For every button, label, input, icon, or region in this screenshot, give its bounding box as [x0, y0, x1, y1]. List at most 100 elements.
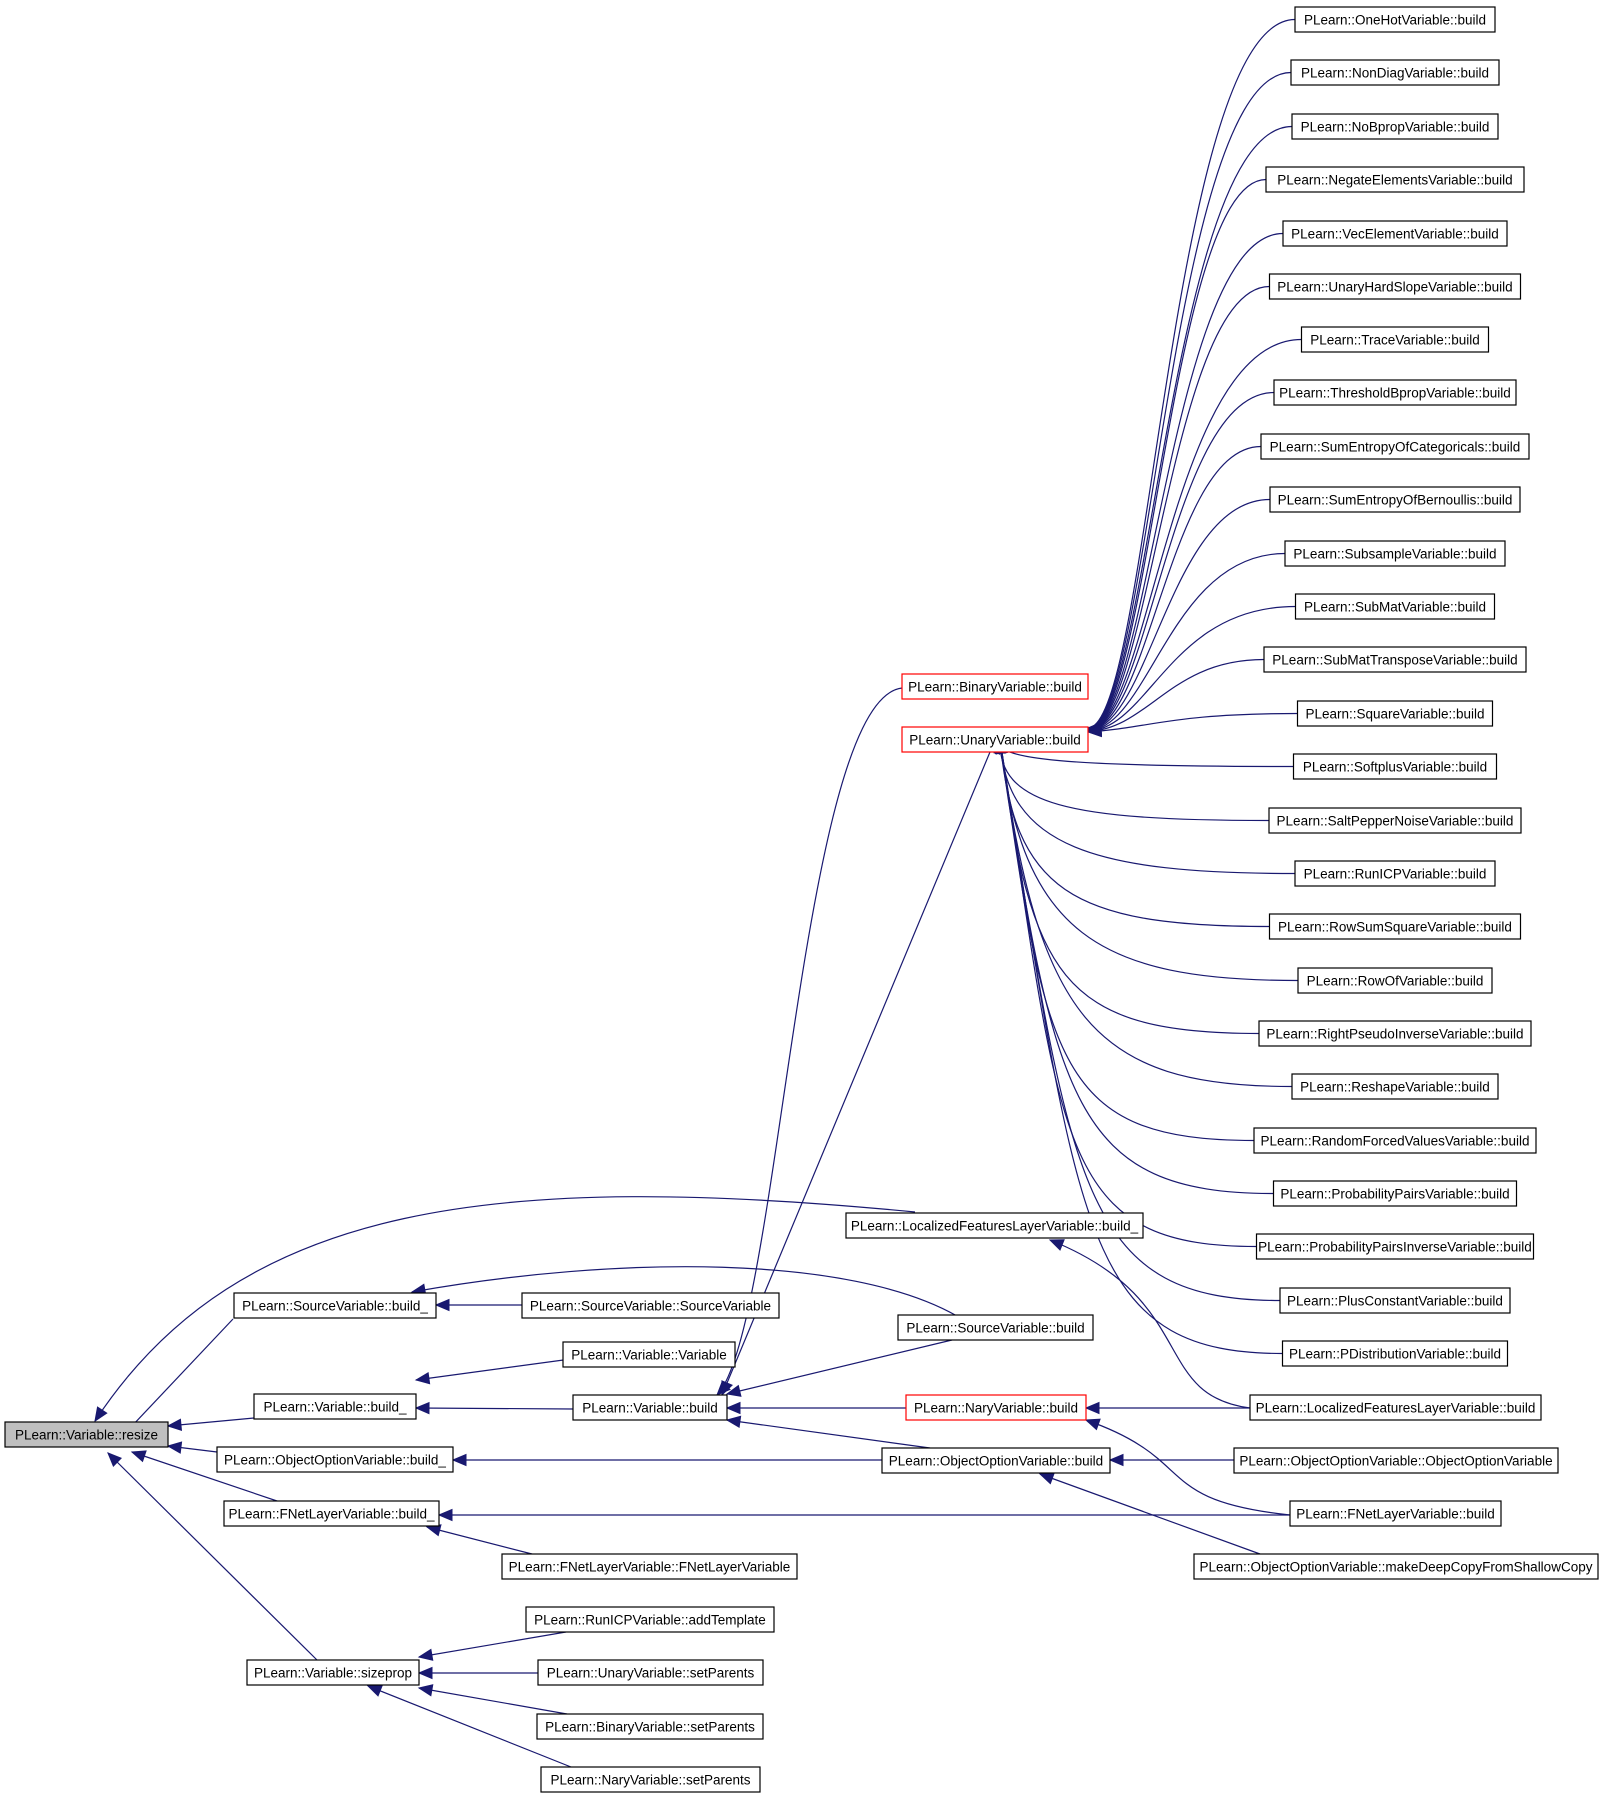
node-box	[1294, 860, 1496, 887]
node-unary-setp[interactable]: PLearn::UnaryVariable::setParents	[537, 1659, 764, 1686]
node-lfl-build[interactable]: PLearn::LocalizedFeaturesLayerVariable::…	[1249, 1394, 1542, 1421]
edge	[1087, 232, 1284, 730]
node-label: PLearn::BinaryVariable::build	[908, 680, 1082, 695]
node-label: PLearn::SourceVariable::SourceVariable	[530, 1299, 771, 1314]
node-var-ctor[interactable]: PLearn::Variable::Variable	[562, 1341, 736, 1368]
edge	[1087, 498, 1271, 732]
node-lfl-build-[interactable]: PLearn::LocalizedFeaturesLayerVariable::…	[845, 1212, 1144, 1239]
node-u09[interactable]: PLearn::SumEntropyOfBernoullis::build	[1269, 486, 1521, 513]
edge	[1087, 658, 1265, 733]
node-label: PLearn::SubMatVariable::build	[1304, 600, 1486, 615]
node-u14[interactable]: PLearn::SoftplusVariable::build	[1292, 753, 1498, 780]
node-nary-build[interactable]: PLearn::NaryVariable::build	[905, 1394, 1087, 1421]
node-u25[interactable]: PLearn::PDistributionVariable::build	[1281, 1340, 1509, 1367]
node-src-ctor[interactable]: PLearn::SourceVariable::SourceVariable	[521, 1292, 780, 1319]
node-resize[interactable]: PLearn::Variable::resize	[4, 1421, 169, 1448]
node-label: PLearn::SourceVariable::build_	[242, 1299, 428, 1314]
node-u21[interactable]: PLearn::RandomForcedValuesVariable::buil…	[1253, 1127, 1537, 1154]
node-u12[interactable]: PLearn::SubMatTransposeVariable::build	[1263, 646, 1527, 673]
node-box	[1297, 967, 1493, 994]
node-nary-setp[interactable]: PLearn::NaryVariable::setParents	[540, 1766, 761, 1793]
node-box	[537, 1659, 764, 1686]
node-u03[interactable]: PLearn::NegateElementsVariable::build	[1265, 166, 1525, 193]
node-u13[interactable]: PLearn::SquareVariable::build	[1296, 700, 1494, 727]
node-box	[223, 1500, 440, 1527]
node-oov-build[interactable]: PLearn::ObjectOptionVariable::build	[881, 1447, 1111, 1474]
node-u11[interactable]: PLearn::SubMatVariable::build	[1294, 593, 1496, 620]
edge	[999, 739, 1296, 875]
node-label: PLearn::NaryVariable::build	[914, 1401, 1078, 1416]
edge	[1039, 1473, 1261, 1555]
node-sizeprop[interactable]: PLearn::Variable::sizeprop	[246, 1659, 420, 1686]
node-u24[interactable]: PLearn::PlusConstantVariable::build	[1279, 1287, 1511, 1314]
node-oov-build-[interactable]: PLearn::ObjectOptionVariable::build_	[216, 1446, 454, 1473]
node-label: PLearn::NegateElementsVariable::build	[1277, 173, 1512, 188]
node-label: PLearn::LocalizedFeaturesLayerVariable::…	[1256, 1401, 1536, 1416]
node-unary-build[interactable]: PLearn::UnaryVariable::build	[901, 726, 1089, 753]
node-fnet-build-[interactable]: PLearn::FNetLayerVariable::build_	[223, 1500, 440, 1527]
arrowhead	[721, 1380, 733, 1397]
node-u19[interactable]: PLearn::RightPseudoInverseVariable::buil…	[1258, 1020, 1532, 1047]
node-fnet-build[interactable]: PLearn::FNetLayerVariable::build	[1289, 1500, 1502, 1527]
edge	[1087, 18, 1296, 729]
node-label: PLearn::ObjectOptionVariable::makeDeepCo…	[1200, 1560, 1593, 1575]
node-box	[901, 673, 1089, 700]
node-box	[525, 1606, 775, 1633]
edge	[999, 739, 1260, 1035]
node-u10[interactable]: PLearn::SubsampleVariable::build	[1284, 540, 1506, 567]
node-label: PLearn::FNetLayerVariable::build_	[228, 1507, 435, 1522]
arrowhead	[417, 1684, 434, 1697]
node-box	[1290, 59, 1500, 86]
node-box	[572, 1394, 728, 1421]
node-box	[1233, 1447, 1559, 1474]
edge	[1087, 178, 1267, 730]
node-u23[interactable]: PLearn::ProbabilityPairsInverseVariable:…	[1255, 1233, 1535, 1260]
node-label: PLearn::ReshapeVariable::build	[1300, 1080, 1490, 1095]
node-u05[interactable]: PLearn::UnaryHardSlopeVariable::build	[1268, 273, 1522, 300]
node-runicp-add[interactable]: PLearn::RunICPVariable::addTemplate	[525, 1606, 775, 1633]
node-label: PLearn::OneHotVariable::build	[1304, 13, 1486, 28]
node-u18[interactable]: PLearn::RowOfVariable::build	[1297, 967, 1493, 994]
arrowhead	[417, 1666, 433, 1680]
node-u17[interactable]: PLearn::RowSumSquareVariable::build	[1268, 913, 1522, 940]
node-binary-build[interactable]: PLearn::BinaryVariable::build	[901, 673, 1089, 700]
node-oov-ctor[interactable]: PLearn::ObjectOptionVariable::ObjectOpti…	[1233, 1447, 1559, 1474]
node-label: PLearn::ProbabilityPairsVariable::build	[1280, 1187, 1509, 1202]
node-u15[interactable]: PLearn::SaltPepperNoiseVariable::build	[1268, 807, 1522, 834]
node-u16[interactable]: PLearn::RunICPVariable::build	[1294, 860, 1496, 887]
node-label: PLearn::Variable::Variable	[571, 1348, 727, 1363]
node-src-build[interactable]: PLearn::SourceVariable::build	[897, 1314, 1094, 1341]
node-src-build-[interactable]: PLearn::SourceVariable::build_	[233, 1292, 437, 1319]
edge	[716, 687, 903, 1396]
node-var-build-[interactable]: PLearn::Variable::build_	[253, 1393, 417, 1420]
edge-sizeprop-to-resize	[107, 1452, 318, 1661]
arrowhead	[366, 1685, 383, 1697]
node-label: PLearn::PDistributionVariable::build	[1289, 1347, 1501, 1362]
edge	[1087, 391, 1275, 731]
edge	[367, 1685, 572, 1768]
node-fnet-ctor[interactable]: PLearn::FNetLayerVariable::FNetLayerVari…	[501, 1553, 798, 1580]
node-var-build[interactable]: PLearn::Variable::build	[572, 1394, 728, 1421]
node-binary-setp[interactable]: PLearn::BinaryVariable::setParents	[536, 1713, 764, 1740]
node-u20[interactable]: PLearn::ReshapeVariable::build	[1291, 1073, 1499, 1100]
node-box	[1268, 807, 1522, 834]
node-box	[845, 1212, 1144, 1239]
arrowhead	[1108, 1453, 1124, 1467]
node-u07[interactable]: PLearn::ThresholdBpropVariable::build	[1273, 379, 1517, 406]
node-u06[interactable]: PLearn::TraceVariable::build	[1300, 326, 1490, 353]
node-box	[536, 1713, 764, 1740]
arrowhead	[1048, 1239, 1065, 1251]
edge	[1049, 1239, 1251, 1409]
node-label: PLearn::ProbabilityPairsInverseVariable:…	[1258, 1240, 1532, 1255]
arrowhead	[437, 1508, 453, 1522]
node-u00[interactable]: PLearn::OneHotVariable::build	[1294, 6, 1496, 33]
node-u08[interactable]: PLearn::SumEntropyOfCategoricals::build	[1260, 433, 1530, 460]
node-oov-deep[interactable]: PLearn::ObjectOptionVariable::makeDeepCo…	[1193, 1553, 1599, 1580]
arrowhead	[166, 1441, 183, 1454]
arrowhead	[1086, 724, 1102, 738]
node-u22[interactable]: PLearn::ProbabilityPairsVariable::build	[1272, 1180, 1518, 1207]
node-u02[interactable]: PLearn::NoBpropVariable::build	[1291, 113, 1499, 140]
node-u01[interactable]: PLearn::NonDiagVariable::build	[1290, 59, 1500, 86]
node-u04[interactable]: PLearn::VecElementVariable::build	[1282, 220, 1508, 247]
node-label: PLearn::NaryVariable::setParents	[550, 1773, 750, 1788]
